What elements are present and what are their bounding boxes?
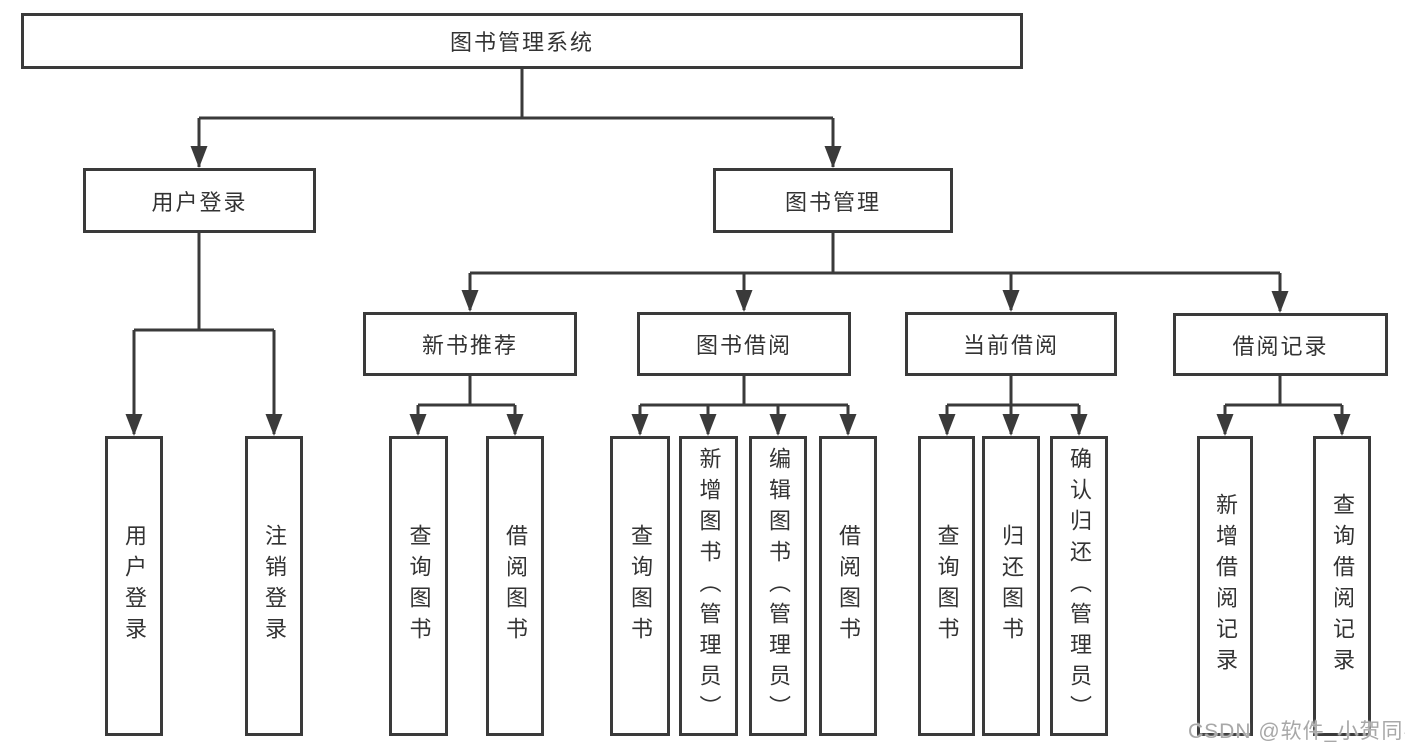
leaf-query-books-current: 查询图书 (918, 436, 975, 736)
node-library-management-system: 图书管理系统 (21, 13, 1023, 69)
node-current-borrow: 当前借阅 (905, 312, 1117, 376)
node-borrow-records: 借阅记录 (1173, 313, 1388, 376)
leaf-label: 注销登录 (262, 524, 287, 648)
leaf-add-borrow-record: 新增借阅记录 (1197, 436, 1253, 736)
leaf-label: 查询图书 (406, 524, 432, 648)
leaf-borrow-books: 借阅图书 (819, 436, 877, 736)
leaf-confirm-return-admin: 确认归还（管理员） (1050, 436, 1108, 736)
leaf-label: 归还图书 (999, 524, 1024, 648)
watermark: CSDN @软件_小贺同学 (1188, 720, 1405, 743)
leaf-query-borrow-record: 查询借阅记录 (1313, 436, 1371, 736)
leaf-label: 用户登录 (122, 524, 147, 648)
leaf-label: 查询图书 (628, 524, 653, 648)
leaf-label: 新增借阅记录 (1213, 493, 1238, 679)
leaf-label: 编辑图书（管理员） (766, 446, 791, 726)
leaf-borrow-books-recommend: 借阅图书 (486, 436, 544, 736)
leaf-edit-books-admin: 编辑图书（管理员） (749, 436, 807, 736)
leaf-logout: 注销登录 (245, 436, 303, 736)
leaf-return-books: 归还图书 (982, 436, 1040, 736)
leaf-query-books-recommend: 查询图书 (389, 436, 448, 736)
leaf-user-login: 用户登录 (105, 436, 163, 736)
node-new-book-recommend: 新书推荐 (363, 312, 577, 376)
leaf-label: 确认归还（管理员） (1067, 446, 1092, 726)
leaf-query-books-borrow: 查询图书 (610, 436, 670, 736)
leaf-label: 借阅图书 (836, 524, 861, 648)
leaf-label: 查询借阅记录 (1330, 493, 1355, 679)
node-user-login: 用户登录 (83, 168, 316, 233)
node-book-borrow: 图书借阅 (637, 312, 851, 376)
leaf-label: 借阅图书 (503, 524, 528, 648)
leaf-add-books-admin: 新增图书（管理员） (679, 436, 738, 736)
node-book-management: 图书管理 (713, 168, 953, 233)
leaf-label: 新增图书（管理员） (696, 446, 722, 726)
leaf-label: 查询图书 (934, 524, 960, 648)
